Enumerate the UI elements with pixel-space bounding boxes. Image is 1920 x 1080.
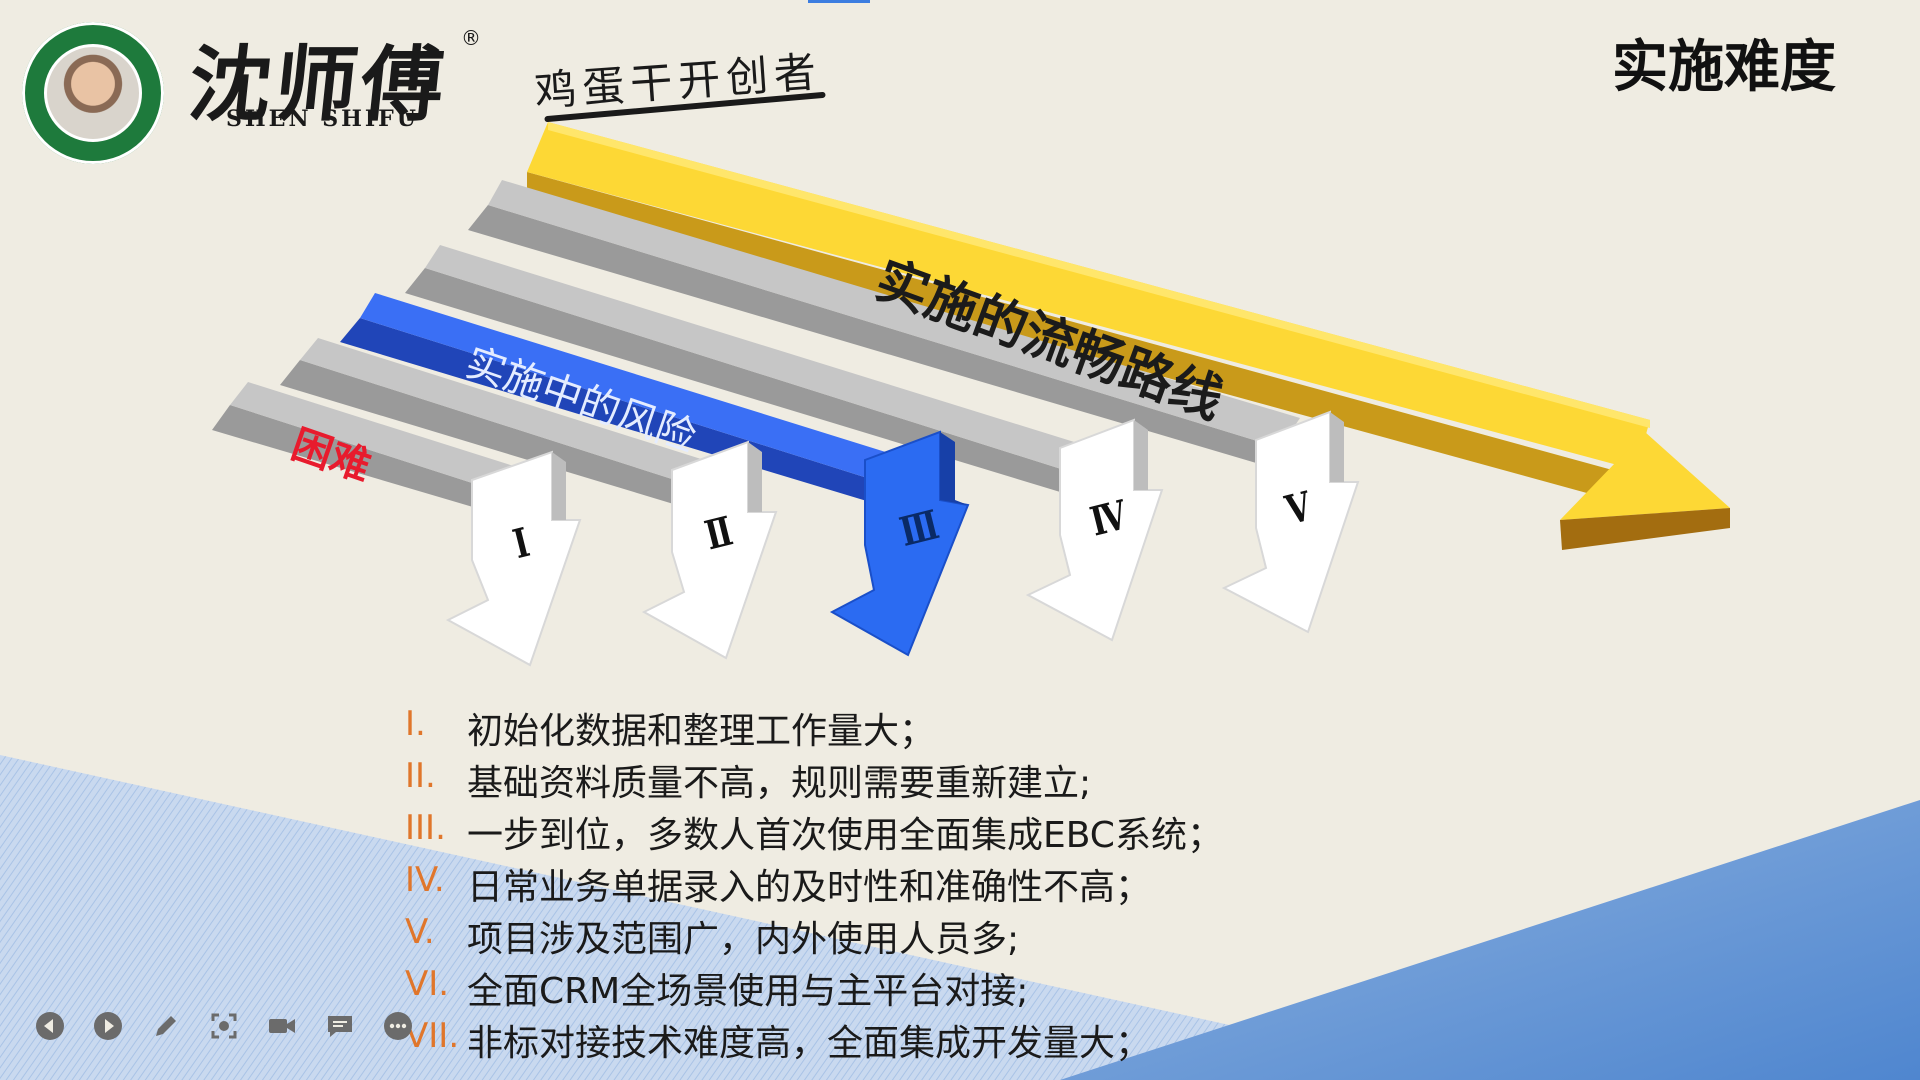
- previous-icon: [36, 1012, 64, 1040]
- list-item-text: 初始化数据和整理工作量大；: [467, 711, 936, 752]
- list-item-text: 基础资料质量不高，规则需要重新建立;: [467, 763, 1092, 804]
- issue-list: I. 初始化数据和整理工作量大； II. 基础资料质量不高，规则需要重新建立; …: [405, 700, 1305, 1064]
- down-arrow-5: [1221, 410, 1360, 634]
- gray-bar-1: [212, 382, 520, 515]
- list-item-number: VI.: [405, 964, 450, 1004]
- previous-button[interactable]: [30, 1006, 70, 1046]
- list-item: VII. 非标对接技术难度高，全面集成开发量大；: [405, 1012, 1305, 1064]
- screenshot-button[interactable]: [204, 1006, 244, 1046]
- list-item-text: 全面CRM全场景使用与主平台对接;: [467, 971, 1029, 1012]
- down-arrow-1: [445, 450, 582, 667]
- logo-portrait: [44, 44, 142, 142]
- gray-bar-5: [468, 180, 1300, 470]
- gray-bar-4: [405, 245, 1100, 498]
- list-item-number: III.: [405, 808, 446, 848]
- comment-button[interactable]: [320, 1006, 360, 1046]
- list-item-number: VII.: [405, 1016, 460, 1056]
- list-item: III. 一步到位，多数人首次使用全面集成EBC系统；: [405, 804, 1305, 856]
- top-accent-bar: [808, 0, 870, 3]
- camera-button[interactable]: [262, 1006, 302, 1046]
- pen-icon: [156, 1016, 176, 1036]
- flow-arrow: [527, 122, 1730, 550]
- page-title: 实施难度: [1612, 35, 1836, 100]
- list-item-number: II.: [405, 756, 436, 796]
- brand-registered-mark: ®: [461, 26, 481, 50]
- corner-hatch: [0, 755, 1480, 1080]
- list-item-text: 项目涉及范围广，内外使用人员多;: [467, 919, 1020, 960]
- list-item: IV. 日常业务单据录入的及时性和准确性不高；: [405, 856, 1305, 908]
- down-arrow-2: [641, 440, 778, 660]
- more-icon: [384, 1012, 412, 1040]
- list-item-text: 非标对接技术难度高，全面集成开发量大；: [467, 1023, 1152, 1064]
- list-item-text: 日常业务单据录入的及时性和准确性不高；: [467, 867, 1152, 908]
- comment-icon: [328, 1016, 352, 1037]
- list-item-text: 一步到位，多数人首次使用全面集成EBC系统；: [467, 815, 1223, 856]
- list-item: V. 项目涉及范围广，内外使用人员多;: [405, 908, 1305, 960]
- down-arrow-4: [1025, 418, 1164, 642]
- gray-bar-2: [280, 338, 720, 512]
- brand-pinyin: SHEN SHIFU: [226, 106, 419, 132]
- list-item-number: V.: [405, 912, 435, 952]
- next-icon: [94, 1012, 122, 1040]
- list-item-number: IV.: [405, 860, 445, 900]
- corner-blue: [1060, 800, 1920, 1080]
- camera-icon: [269, 1019, 295, 1033]
- more-button[interactable]: [378, 1006, 418, 1046]
- list-item: II. 基础资料质量不高，规则需要重新建立;: [405, 752, 1305, 804]
- down-arrow-3: [829, 430, 970, 657]
- list-item: VI. 全面CRM全场景使用与主平台对接;: [405, 960, 1305, 1012]
- list-item: I. 初始化数据和整理工作量大；: [405, 700, 1305, 752]
- list-item-number: I.: [405, 704, 426, 744]
- next-button[interactable]: [88, 1006, 128, 1046]
- pen-button[interactable]: [146, 1006, 186, 1046]
- screenshot-icon: [211, 1013, 237, 1039]
